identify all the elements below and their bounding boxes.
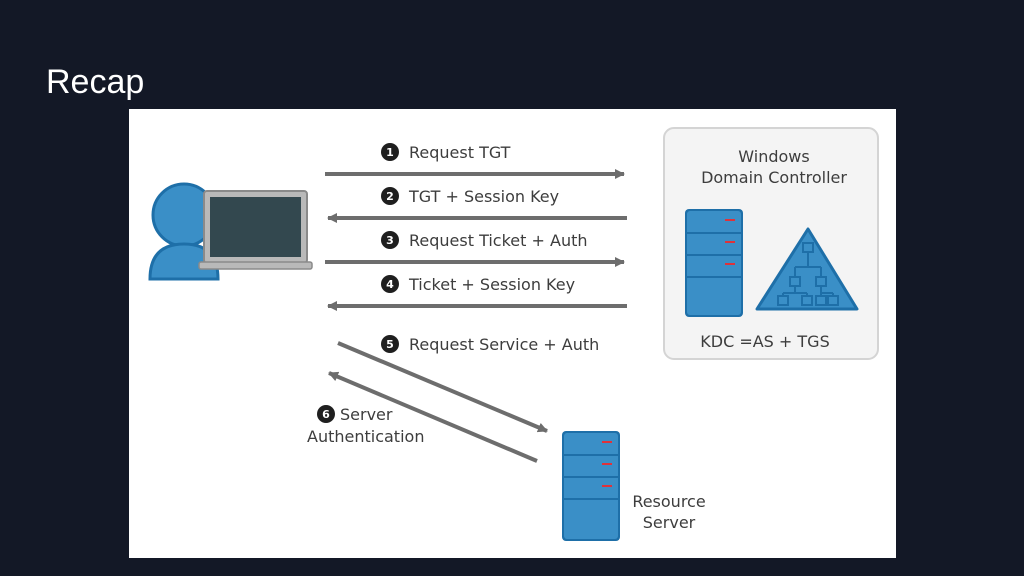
resource-server-label-line1: Resource	[632, 492, 705, 511]
step-1-label: Request TGT	[409, 143, 511, 162]
step-6: 6 Server Authentication	[307, 405, 424, 446]
kdc-label: KDC =AS + TGS	[700, 332, 829, 351]
step-1: 1 Request TGT	[381, 143, 511, 162]
step-6-label-line2: Authentication	[307, 427, 424, 446]
laptop-icon	[198, 190, 313, 270]
slide-title: Recap	[46, 63, 145, 101]
step-5: 5 Request Service + Auth	[381, 335, 599, 354]
step-3: 3 Request Ticket + Auth	[381, 231, 588, 250]
step-2-label: TGT + Session Key	[408, 187, 559, 206]
step-5-label: Request Service + Auth	[409, 335, 599, 354]
arrow-step-5	[337, 341, 548, 433]
active-directory-icon	[755, 227, 859, 311]
step-1-number: 1	[386, 146, 394, 159]
kerberos-diagram: Windows Domain Controller KDC =AS + TGS	[129, 109, 896, 558]
dc-title-line2: Domain Controller	[701, 168, 847, 187]
step-4-number: 4	[386, 278, 394, 291]
step-3-label: Request Ticket + Auth	[409, 231, 588, 250]
step-6-label: Server	[340, 405, 393, 424]
step-4-label: Ticket + Session Key	[408, 275, 575, 294]
step-2-number: 2	[386, 190, 394, 203]
step-2: 2 TGT + Session Key	[381, 187, 559, 206]
step-5-number: 5	[386, 338, 394, 351]
user-icon	[148, 182, 220, 281]
step-3-number: 3	[386, 234, 394, 247]
step-6-number: 6	[322, 408, 330, 421]
dc-title-line1: Windows	[738, 147, 809, 166]
resource-server-label-line2: Server	[643, 513, 696, 532]
kdc-server-icon	[685, 209, 743, 317]
arrow-step-6	[328, 371, 538, 463]
resource-server-icon	[562, 431, 620, 541]
step-4: 4 Ticket + Session Key	[381, 275, 575, 294]
